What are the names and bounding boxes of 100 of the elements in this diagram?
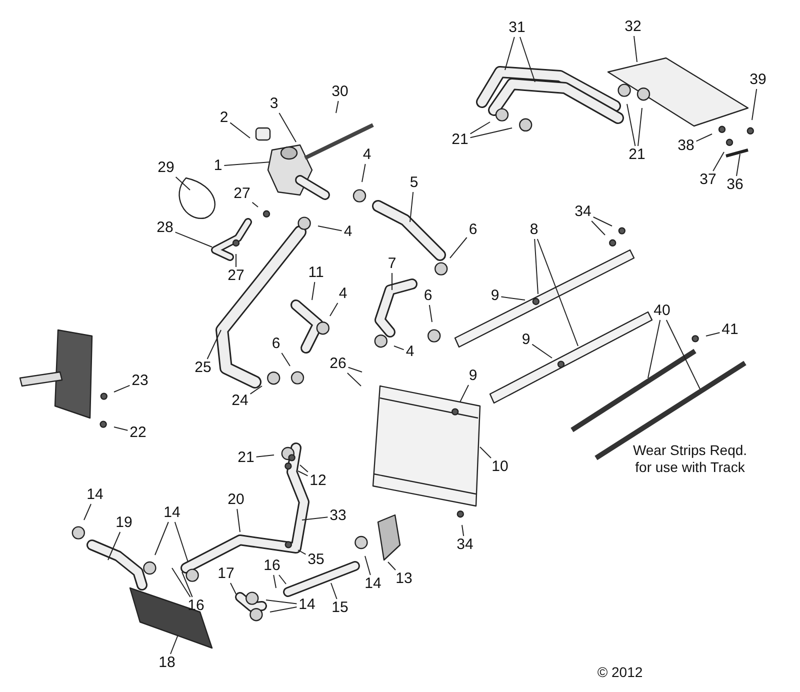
leader-line xyxy=(108,532,121,560)
note-text: Wear Strips Reqd. for use with Track xyxy=(632,442,748,476)
callout-number: 9 xyxy=(468,368,478,384)
callout-number: 35 xyxy=(306,552,326,568)
leader-line xyxy=(362,164,366,182)
leader-line xyxy=(230,582,236,594)
callout-number: 14 xyxy=(86,487,104,503)
callout-number: 14 xyxy=(364,576,382,592)
callout-number: 34 xyxy=(456,537,474,553)
callout-number: 8 xyxy=(528,222,540,238)
leader-line xyxy=(174,522,188,562)
callout-number: 21 xyxy=(450,132,470,148)
leader-line xyxy=(504,36,515,70)
callout-number: 11 xyxy=(307,265,325,281)
leader-line xyxy=(520,36,536,82)
callout-number: 32 xyxy=(624,19,642,35)
callout-number: 29 xyxy=(156,160,176,176)
callout-number: 6 xyxy=(422,288,434,304)
leader-line xyxy=(300,464,308,472)
leader-line xyxy=(638,108,642,146)
leader-line xyxy=(666,320,700,390)
callout-number: 16 xyxy=(186,598,206,614)
leader-line xyxy=(250,386,262,394)
callout-number: 9 xyxy=(520,332,532,348)
callout-number: 36 xyxy=(726,177,744,193)
leader-line xyxy=(230,122,250,138)
callout-number: 14 xyxy=(162,505,182,521)
callout-number: 26 xyxy=(328,356,348,372)
leader-line xyxy=(281,352,290,366)
leader-line xyxy=(470,122,490,134)
leader-line xyxy=(346,372,362,386)
leader-line xyxy=(114,384,130,392)
leader-line xyxy=(388,562,396,570)
callout-number: 6 xyxy=(468,222,478,238)
leader-line xyxy=(428,304,432,322)
leader-line xyxy=(348,366,362,372)
callout-number: 17 xyxy=(216,566,236,582)
callout-number: 25 xyxy=(194,360,212,376)
leader-line xyxy=(84,504,92,520)
callout-number: 20 xyxy=(226,492,246,508)
callout-number: 18 xyxy=(158,655,176,671)
leader-line xyxy=(252,202,258,208)
leader-line xyxy=(712,152,724,172)
leader-line xyxy=(330,582,338,600)
leader-line xyxy=(154,522,169,556)
leader-line xyxy=(626,104,636,146)
leader-line xyxy=(206,330,222,360)
callout-number: 31 xyxy=(508,20,526,36)
callout-number: 16 xyxy=(262,558,282,574)
callout-number: 28 xyxy=(156,220,174,236)
leader-line xyxy=(266,600,298,604)
leader-line xyxy=(224,162,270,166)
leader-line xyxy=(634,36,638,62)
callout-number: 23 xyxy=(130,373,150,389)
callout-number: 21 xyxy=(628,147,646,163)
leader-line xyxy=(174,232,212,248)
leader-line xyxy=(312,282,316,300)
leader-line xyxy=(410,192,414,222)
callout-number: 15 xyxy=(330,600,350,616)
callout-number: 4 xyxy=(342,224,354,240)
callout-number: 21 xyxy=(236,450,256,466)
callout-number: 14 xyxy=(298,597,316,613)
leader-line xyxy=(696,134,712,142)
callout-number: 1 xyxy=(212,158,224,174)
callout-number: 33 xyxy=(328,508,348,524)
leader-line xyxy=(534,238,538,294)
callout-number: 34 xyxy=(574,204,592,220)
leader-line xyxy=(298,550,306,555)
callout-number: 37 xyxy=(698,172,718,188)
leader-line xyxy=(736,154,740,176)
leader-line xyxy=(278,112,296,142)
callout-number: 41 xyxy=(720,322,740,338)
leader-line xyxy=(450,237,468,258)
callout-number: 39 xyxy=(748,72,768,88)
leader-line xyxy=(256,454,274,458)
callout-number: 5 xyxy=(408,175,420,191)
leader-line xyxy=(364,556,371,576)
leader-line xyxy=(500,296,526,300)
callout-number: 22 xyxy=(128,425,148,441)
leader-line xyxy=(278,574,286,584)
callout-number: 4 xyxy=(362,147,372,163)
copyright-text: © 2012 xyxy=(597,664,643,680)
leader-line xyxy=(470,128,512,138)
callout-number: 19 xyxy=(114,515,134,531)
callout-number: 40 xyxy=(652,303,672,319)
leader-line xyxy=(330,302,338,316)
callout-number: 3 xyxy=(268,96,280,112)
leader-line xyxy=(706,332,720,336)
leader-line xyxy=(236,508,240,532)
leader-line xyxy=(302,516,328,520)
leader-line xyxy=(591,220,606,236)
leader-line xyxy=(592,216,612,226)
leader-line xyxy=(752,88,758,120)
leader-line xyxy=(536,238,578,346)
callout-number: 2 xyxy=(218,110,230,126)
callout-number: 27 xyxy=(226,268,246,284)
leader-line xyxy=(182,572,193,598)
leader-line xyxy=(460,384,469,402)
leader-line xyxy=(172,568,191,598)
callout-number: 9 xyxy=(490,288,500,304)
